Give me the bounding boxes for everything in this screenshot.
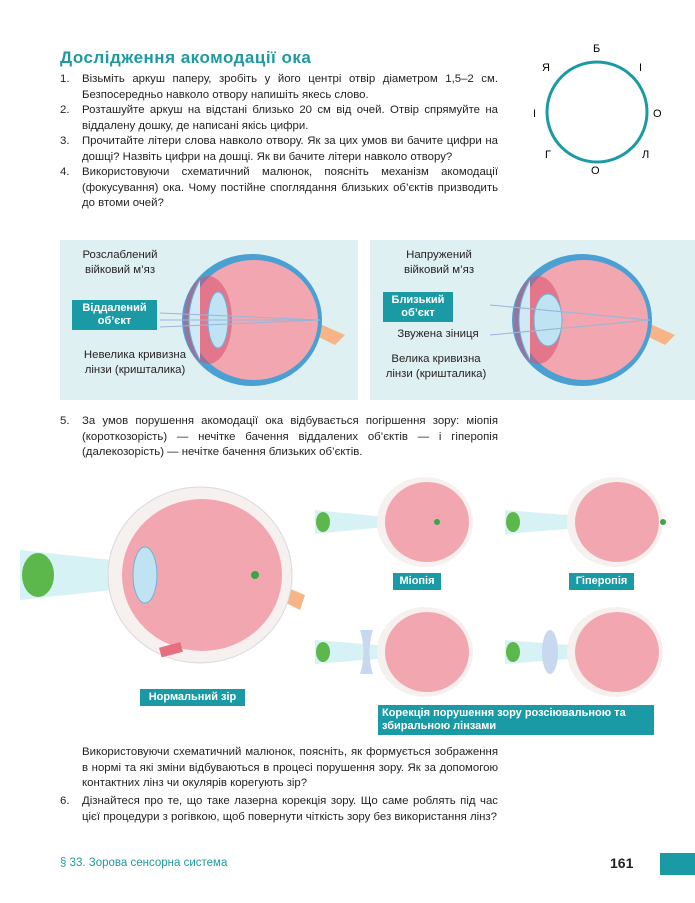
eye-myopia-corrected <box>315 607 473 697</box>
step-item: 1.Візьміть аркуш паперу, зробіть у його … <box>60 73 498 101</box>
label-relaxed-muscle: Розслаблений війковий м’яз <box>82 249 158 276</box>
step-5: 5.За умов порушення акомодації ока відбу… <box>60 415 498 458</box>
eye-hyperopia-diagram <box>505 477 666 567</box>
ring-letter: Л <box>642 149 649 161</box>
ring-letter: І <box>533 108 536 120</box>
lens <box>132 546 158 604</box>
ring-letter: О <box>591 165 600 177</box>
footer-section: § 33. Зорова сенсорна система <box>60 857 228 869</box>
converging-lens <box>542 630 558 674</box>
eye-relaxed-diagram <box>160 254 345 386</box>
label-small-curvature: Невелика кривизна лінзи (кришталика) <box>83 349 187 376</box>
label-myopia: Міопія <box>393 573 441 590</box>
label-narrow-pupil: Звужена зіниця <box>397 328 479 340</box>
leaf-icon <box>316 642 330 662</box>
leaf-icon <box>506 642 520 662</box>
question-paragraph: Використовуючи схематичний малюнок, пояс… <box>82 746 498 789</box>
ring-letter: О <box>653 108 662 120</box>
eye-hyperopia-corrected <box>505 607 663 697</box>
leaf-icon <box>316 512 330 532</box>
eye-myopia-diagram <box>315 477 473 567</box>
eye-tense-diagram <box>490 254 675 386</box>
label-normal-vision: Нормальний зір <box>140 689 245 706</box>
label-large-curvature: Велика кривизна лінзи (кришталика) <box>385 353 487 380</box>
diverging-lens <box>360 630 373 674</box>
leaf-icon <box>506 512 520 532</box>
ring-circle <box>545 60 649 164</box>
step-item: 3.Прочитайте літери слова навколо отвору… <box>60 135 498 163</box>
step-item: 2.Розташуйте аркуш на відстані близько 2… <box>60 104 498 132</box>
step-item: 4.Використовуючи схематичний малюнок, по… <box>60 166 498 209</box>
label-tense-muscle: Напружений війковий м’яз <box>403 249 475 276</box>
leaf-icon <box>22 553 54 597</box>
cornea <box>518 279 531 361</box>
section-title: Дослідження акомодації ока <box>60 48 312 67</box>
page-bar <box>660 853 695 875</box>
label-hyperopia: Гіперопія <box>569 573 634 590</box>
eye-inner <box>122 499 282 651</box>
label-near-object: Близький об’єкт <box>383 292 453 322</box>
lens <box>533 293 563 347</box>
eye-normal-diagram <box>20 486 305 664</box>
steps-list: 1.Візьміть аркуш паперу, зробіть у його … <box>60 72 498 212</box>
label-far-object: Віддалений об’єкт <box>72 300 157 330</box>
step-6: 6.Дізнайтеся про те, що таке лазерна кор… <box>60 795 498 823</box>
label-correction: Корекція порушення зору розсіювальною та… <box>378 705 654 735</box>
ring-letter: Я <box>542 62 550 74</box>
page-number: 161 <box>610 855 634 871</box>
ring-letter: Б <box>593 43 600 55</box>
ring-letter: Г <box>545 149 551 161</box>
letter-ring-figure: Б І О Л О Г І Я <box>533 43 662 177</box>
ring-letter: І <box>639 62 642 74</box>
